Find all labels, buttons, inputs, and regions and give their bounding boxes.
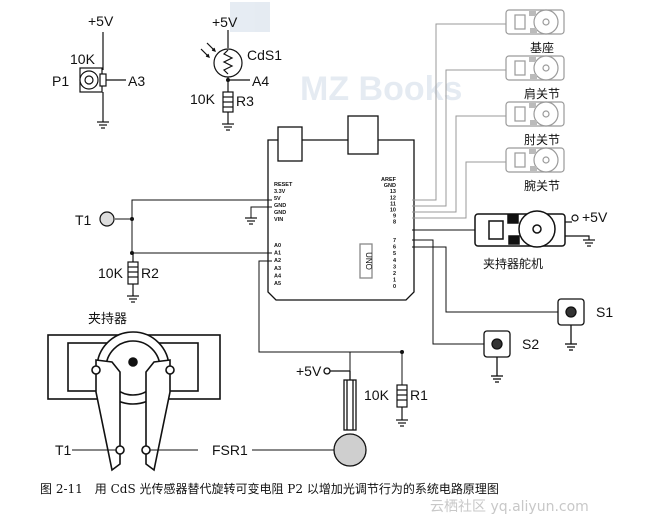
potentiometer-p1 (79, 32, 126, 122)
resistor-r2 (127, 253, 139, 303)
s2-label: S2 (522, 336, 539, 352)
board-left-pin-8: A2 (274, 258, 281, 264)
arm-servo (505, 147, 565, 173)
r3-name-label: R3 (236, 93, 254, 109)
p1-name-label: P1 (52, 73, 69, 89)
servo-signal-wires (412, 23, 506, 219)
gripper-servo-power (565, 214, 595, 247)
figure-caption: 图 2-11 用 CdS 光传感器替代旋转可变电阻 P2 以增加光调节行为的系统… (40, 482, 499, 496)
ground-symbol (245, 217, 257, 225)
board-right-pin-bottom-6: 1 (393, 278, 396, 284)
fsr-sensor (323, 367, 367, 467)
board-logo: UNO (364, 252, 373, 270)
gripper-title: 夹持器 (88, 311, 127, 326)
r3-resistance-label: 10K (190, 91, 216, 107)
board-left-pin-4: GND (274, 210, 286, 216)
board-left-pin-1: 3.3V (274, 189, 286, 195)
board-left-pin-2: 5V (274, 196, 281, 202)
t1-top-label: T1 (75, 212, 92, 228)
svg-text:MZ Books: MZ Books (300, 70, 462, 108)
resistor-r3 (222, 91, 234, 131)
board-right-pin-top-2: 13 (390, 189, 396, 195)
board-right-pin-bottom-3: 4 (393, 258, 397, 264)
p1-pin-label: A3 (128, 73, 145, 89)
board-left-pin-6: A0 (274, 243, 281, 249)
gripper-servo (474, 210, 566, 248)
board-left-pin-7: A1 (274, 251, 281, 257)
switch-s1 (557, 298, 585, 351)
board-left-pin-5: VIN (274, 217, 283, 223)
ground-symbol (97, 121, 109, 129)
p1-resistance-label: 10K (70, 51, 96, 67)
gripper-mechanism (47, 331, 221, 472)
servo-base-label: 基座 (530, 40, 554, 55)
publisher-watermark: MZ Books (230, 2, 462, 108)
board-right-pin-top-6: 9 (393, 214, 396, 220)
r1-name-label: R1 (410, 387, 428, 403)
terminal-t1-top (99, 211, 115, 227)
photoresistor-cds1 (200, 30, 250, 92)
board-right-pin-top-3: 12 (390, 195, 396, 201)
board-right-pin-bottom-4: 3 (393, 264, 396, 270)
board-right-pin-top-4: 11 (390, 201, 396, 207)
switch-s2 (483, 330, 511, 383)
t1-bottom-label: T1 (55, 442, 72, 458)
arm-servo (505, 55, 565, 81)
arm-servo (505, 9, 565, 35)
r2-resistance-label: 10K (98, 265, 124, 281)
board-right-pin-bottom-7: 0 (393, 284, 396, 290)
p1-vcc-label: +5V (88, 13, 114, 29)
servo-wrist-label: 腕关节 (524, 178, 560, 193)
gripper-servo-vcc-label: +5V (582, 209, 608, 225)
r1-resistance-label: 10K (364, 387, 390, 403)
board-right-pin-top-7: 8 (393, 220, 396, 226)
arm-servo (505, 101, 565, 127)
r2-name-label: R2 (141, 265, 159, 281)
board-right-pin-bottom-5: 2 (393, 271, 396, 277)
board-right-pin-bottom-2: 5 (393, 251, 396, 257)
arduino-uno-board (267, 115, 415, 301)
servo-elbow-label: 肘关节 (524, 132, 560, 147)
board-left-pin-10: A4 (274, 273, 282, 279)
cds-pin-label: A4 (252, 73, 269, 89)
s1-label: S1 (596, 304, 613, 320)
board-left-pin-3: GND (274, 203, 286, 209)
site-watermark: 云栖社区 yq.aliyun.com (430, 499, 589, 515)
resistor-r1 (396, 384, 408, 427)
fsr-label: FSR1 (212, 442, 248, 458)
board-left-pin-11: A5 (274, 281, 281, 287)
board-right-pin-top-0: AREF (381, 177, 397, 183)
fsr-vcc-label: +5V (296, 363, 322, 379)
board-right-pin-top-5: 10 (390, 208, 396, 214)
board-left-pin-0: RESET (274, 182, 293, 188)
board-right-pin-bottom-0: 7 (393, 238, 396, 244)
gripper-servo-label: 夹持器舵机 (483, 256, 543, 271)
arm-servos (505, 9, 565, 173)
board-right-pin-top-1: GND (384, 183, 396, 189)
board-left-pin-9: A3 (274, 266, 281, 272)
servo-shoulder-label: 肩关节 (524, 86, 560, 101)
cds-vcc-label: +5V (212, 14, 238, 30)
board-right-pin-bottom-1: 6 (393, 245, 396, 251)
cds-name-label: CdS1 (247, 47, 282, 63)
